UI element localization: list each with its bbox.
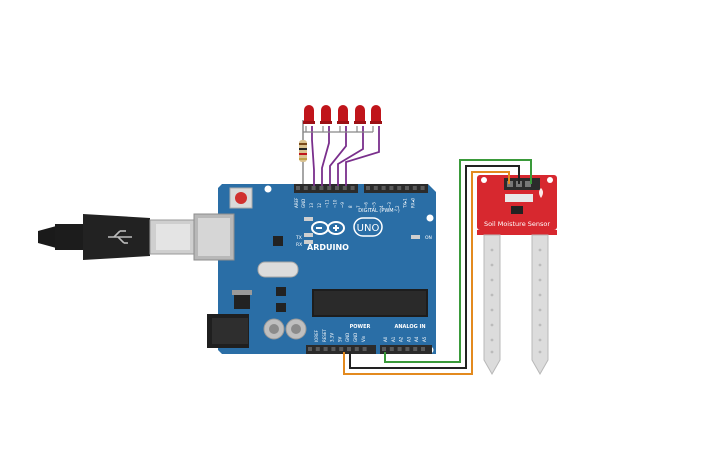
wire-black[interactable]: [349, 165, 520, 369]
led-array: [303, 105, 382, 186]
led-5[interactable]: [371, 105, 381, 122]
gnd-label: GND: [301, 199, 306, 208]
pin-label: RX◂0: [410, 197, 415, 208]
pin-label: A5: [422, 336, 427, 342]
brand-label: ARDUINO: [307, 243, 349, 252]
pin-label: ~5: [371, 202, 376, 208]
wire-orange[interactable]: [343, 171, 510, 375]
led-1[interactable]: [304, 105, 314, 122]
pin-label: RESET: [322, 329, 327, 342]
digital-header-left: [294, 184, 358, 193]
on-label: ON: [425, 235, 432, 241]
pin-label: 5V: [337, 336, 342, 342]
usb-icon: [108, 230, 132, 244]
pin-label: GND: [345, 333, 350, 342]
led-4[interactable]: [355, 105, 365, 122]
wire-led-3[interactable]: [329, 126, 347, 186]
model-label: UNO: [357, 223, 380, 234]
pin-label: ~3: [387, 202, 392, 208]
pin-label: ~9: [340, 202, 345, 208]
pin-label: 3.3V: [330, 333, 335, 342]
reset-button[interactable]: [235, 192, 247, 204]
pin-label: A4: [414, 336, 419, 342]
pin-label: Vin: [361, 335, 366, 342]
pin-label: A3: [406, 336, 411, 342]
pin-label: ~10: [332, 199, 337, 208]
pin-label: 8: [348, 205, 353, 208]
wire-led-1[interactable]: [311, 126, 315, 186]
led-2[interactable]: [321, 105, 331, 122]
power-label: POWER: [350, 324, 371, 330]
pin-label: A0: [383, 336, 388, 342]
soil-moisture-sensor[interactable]: Soil Moisture Sensor: [477, 175, 557, 376]
pin-label: IOREF: [314, 329, 319, 342]
pin-label: A2: [399, 336, 404, 342]
wire-green[interactable]: [384, 159, 532, 363]
sensor-wires: [343, 159, 532, 375]
wire-led-4[interactable]: [337, 126, 364, 186]
usb-cable[interactable]: [38, 214, 196, 260]
sensor-label: Soil Moisture Sensor: [484, 220, 550, 228]
pin-label: 12: [317, 202, 322, 208]
pin-label: 4: [379, 205, 384, 208]
pin-label: GND: [353, 333, 358, 342]
digital-label: DIGITAL (PWM~): [358, 208, 400, 214]
rx-label: RX: [296, 242, 302, 248]
wire-led-2[interactable]: [321, 126, 330, 186]
tx-label: TX: [295, 235, 302, 241]
digital-header-right: [364, 184, 428, 193]
pin-label: ~11: [325, 199, 330, 208]
pin-label: 13: [309, 202, 314, 208]
analog-label: ANALOG IN: [394, 324, 425, 330]
wire-led-5[interactable]: [345, 126, 380, 186]
pin-label: 7: [356, 205, 361, 208]
pin-label: A1: [391, 336, 396, 342]
resistor[interactable]: [299, 120, 307, 184]
arduino-infinity-icon: [311, 221, 345, 235]
aref-label: AREF: [294, 197, 299, 208]
pin-label: 2: [395, 205, 400, 208]
pin-label: TX▸1: [403, 198, 408, 209]
led-3[interactable]: [338, 105, 348, 122]
pin-label: ~6: [364, 202, 369, 208]
